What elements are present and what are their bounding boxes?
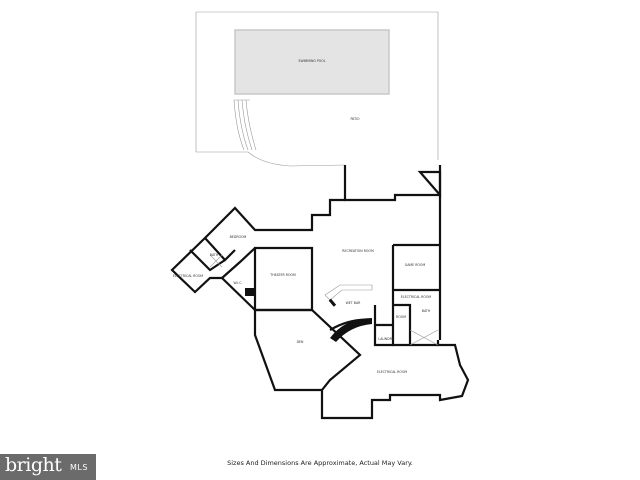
patio-outline [195, 11, 439, 167]
label-pool: SWIMMING POOL [298, 59, 325, 63]
label-laundry: LAUNDRY [378, 337, 393, 341]
bright-mls-logo: bright MLS [0, 454, 96, 480]
label-game: GAME ROOM [405, 263, 426, 267]
logo-suffix: MLS [70, 463, 88, 472]
patio-steps [233, 99, 257, 151]
utility-x [209, 254, 439, 346]
wet-bar-counter [324, 284, 373, 301]
wic-column [245, 288, 255, 296]
label-theater: THEATER ROOM [269, 273, 296, 277]
walls [170, 165, 470, 420]
label-bedroom: BEDROOM [230, 235, 247, 239]
label-room: ROOM [396, 315, 406, 319]
bar-appliance [328, 298, 337, 307]
label-wic: W.I.C. [234, 281, 243, 285]
logo-text: bright [5, 454, 62, 476]
swimming-pool [234, 29, 390, 95]
label-recreation: RECREATION ROOM [342, 249, 374, 253]
label-bath-2: BATH [422, 309, 431, 313]
disclaimer: Sizes And Dimensions Are Approximate, Ac… [227, 459, 413, 467]
stairs [330, 318, 372, 342]
label-electrical-3: ELECTRICAL ROOM [377, 370, 408, 374]
label-bath-1: BATH [210, 253, 219, 257]
label-patio: PATIO [350, 117, 360, 121]
label-den: DEN [297, 340, 304, 344]
label-electrical-2: ELECTRICAL ROOM [401, 295, 432, 299]
label-wet-bar: WET BAR [346, 301, 361, 305]
label-electrical-1: ELECTRICAL ROOM [173, 274, 204, 278]
